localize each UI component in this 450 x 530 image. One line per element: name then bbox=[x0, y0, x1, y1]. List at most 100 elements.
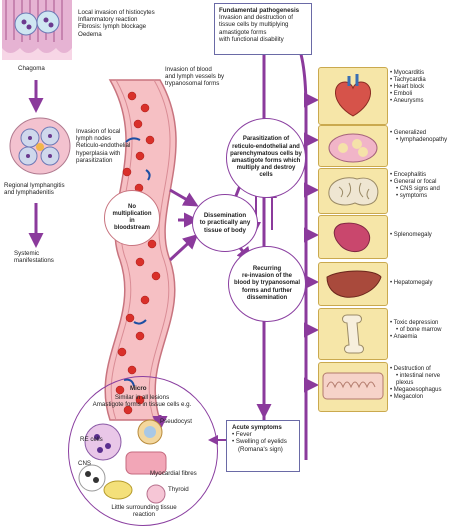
organ-item: Megacolon bbox=[390, 394, 450, 401]
circle-line: forms and further bbox=[241, 287, 292, 294]
bone-icon bbox=[342, 314, 364, 354]
chagoma-illustration bbox=[2, 0, 72, 60]
organ-item: Hepatomegaly bbox=[390, 280, 433, 287]
note-line: hyperplasia with bbox=[76, 149, 121, 157]
note-line: lymph nodes bbox=[76, 135, 112, 143]
circle-line: Parasitization of bbox=[242, 136, 290, 143]
organ-item: Aneurysms bbox=[390, 98, 426, 105]
organ-item: Destruction of bbox=[390, 366, 450, 373]
box-title: Fundamental pathogenesis bbox=[219, 7, 300, 14]
acute-item: • Swelling of eyelids bbox=[232, 438, 287, 446]
circle-line: re-invasion of the bbox=[241, 273, 292, 280]
caption-line: and lymphadenitis bbox=[4, 189, 54, 197]
organ-panel-bone bbox=[318, 308, 388, 360]
box-title: Acute symptoms bbox=[232, 424, 282, 431]
intestine-icon bbox=[322, 372, 384, 400]
circle-line: dissemination bbox=[246, 294, 288, 301]
organ-item-text: lymphadenopathy bbox=[399, 137, 448, 143]
organ-item-text: symptoms bbox=[399, 193, 428, 199]
circle-line: Dissemination bbox=[203, 211, 247, 219]
organ-item: Encephalitis bbox=[390, 172, 440, 179]
label-line: trypanosomal forms bbox=[165, 80, 220, 88]
acute-symptoms-box: Acute symptoms • Fever • Swelling of eye… bbox=[226, 420, 300, 472]
pseudocyst-label: Pseudocyst bbox=[160, 418, 192, 425]
organ-list-intestine: Destruction of intestinal nerve plexus M… bbox=[390, 366, 450, 401]
circle-line: blood by trypanosomal bbox=[233, 280, 300, 287]
footer-line: reaction bbox=[132, 511, 155, 519]
acute-item-text: Swelling of eyelids bbox=[235, 438, 287, 446]
organ-item: Tachycardia bbox=[390, 77, 426, 84]
parasitization-circle: Parasitization of reticulo-endothelial a… bbox=[226, 118, 306, 198]
note-line: Local invasion of histiocytes bbox=[78, 9, 155, 16]
organ-item-text: of bone marrow bbox=[399, 327, 442, 333]
vessel-label: Invasion of blood and lymph vessels by t… bbox=[165, 66, 224, 88]
organ-list-spleen: Splenomegaly bbox=[390, 232, 432, 239]
liver-icon bbox=[326, 270, 382, 298]
acute-item: (Romana's sign) bbox=[238, 445, 283, 453]
note-line: parasitization bbox=[76, 156, 113, 164]
systemic-manifestations: Systemic manifestations bbox=[14, 250, 54, 264]
organ-item: Megaoesophagus bbox=[390, 387, 450, 394]
label-line: Invasion of blood bbox=[165, 66, 212, 73]
organ-item: Generalized bbox=[390, 130, 447, 137]
recurring-circle: Recurring re-invasion of the blood by tr… bbox=[228, 246, 306, 322]
micro-circle bbox=[68, 376, 218, 526]
circle-line: Recurring bbox=[252, 265, 282, 272]
organ-item-wrap: CNS signs and bbox=[390, 186, 440, 193]
circle-line: in bbox=[129, 218, 135, 224]
organ-item-wrap: of bone marrow bbox=[390, 327, 442, 334]
note-line: Oedema bbox=[78, 30, 102, 38]
caption-line: manifestations bbox=[14, 257, 54, 265]
chagoma-caption: Chagoma bbox=[18, 65, 45, 72]
fundamental-pathogenesis-box: Fundamental pathogenesis Invasion and de… bbox=[214, 3, 312, 55]
re-cells-label: RE cells bbox=[80, 436, 103, 443]
organ-item-wrap: symptoms bbox=[390, 193, 440, 200]
box-line: with functional disability bbox=[219, 35, 284, 43]
organ-item-wrap: intestinal nerve plexus bbox=[390, 373, 450, 387]
lymph-node-notes: Invasion of local lymph nodes Reticulo-e… bbox=[76, 128, 130, 164]
lymph-node-illustration bbox=[9, 117, 71, 175]
organ-list-brain: Encephalitis General or focal CNS signs … bbox=[390, 172, 440, 200]
organ-item: Splenomegaly bbox=[390, 232, 432, 239]
circle-line: tissue of body bbox=[204, 226, 246, 234]
footer-line: Little surrounding tissue bbox=[111, 504, 177, 511]
heart-icon bbox=[335, 74, 371, 117]
box-line: tissue cells by multiplying bbox=[219, 21, 289, 29]
organ-item: Heart block bbox=[390, 84, 426, 91]
circle-line: parenchymatous cells by bbox=[230, 150, 302, 157]
lymph-node-icon bbox=[328, 133, 378, 163]
organ-list-bone: Toxic depression of bone marrow Anaemia bbox=[390, 320, 441, 341]
thyroid-label: Thyroid bbox=[168, 486, 189, 493]
note-line: Inflammatory reaction bbox=[78, 16, 138, 24]
organ-panel-intestine bbox=[318, 362, 388, 412]
spleen-icon bbox=[333, 222, 371, 252]
caption-line: Regional lymphangitis bbox=[4, 182, 65, 189]
box-line: amastigote forms bbox=[219, 28, 267, 36]
lymph-node-caption: Regional lymphangitis and lymphadenitis bbox=[4, 182, 65, 196]
organ-panel-liver bbox=[318, 262, 388, 306]
box-line: Invasion and destruction of bbox=[219, 14, 293, 22]
circle-line: No bbox=[128, 204, 136, 210]
circle-line: reticulo-endothelial and bbox=[232, 143, 300, 150]
organ-item-wrap: lymphadenopathy bbox=[390, 137, 447, 144]
circle-line: multiplication bbox=[112, 211, 152, 217]
organ-item: Myocarditis bbox=[390, 70, 426, 77]
circle-line: cells bbox=[259, 172, 273, 179]
micro-title: Micro bbox=[130, 385, 147, 392]
organ-list-lymph: Generalized lymphadenopathy bbox=[390, 130, 447, 144]
chagoma-notes: Local invasion of histiocytes Inflammato… bbox=[78, 9, 155, 38]
circle-line: to practically any bbox=[199, 219, 251, 227]
organ-item: Anaemia bbox=[390, 334, 441, 341]
acute-item-text: Fever bbox=[235, 431, 252, 439]
micro-subtitle: Similar in all lesions Amastigote forms … bbox=[92, 394, 192, 408]
organ-item: Emboli bbox=[390, 91, 426, 98]
note-line: Invasion of local bbox=[76, 128, 121, 135]
micro-footer: Little surrounding tissue reaction bbox=[104, 504, 184, 518]
organ-item-text: CNS signs and bbox=[399, 186, 440, 192]
organ-list-liver: Hepatomegaly bbox=[390, 280, 433, 287]
acute-item: • Fever bbox=[232, 431, 252, 439]
circle-line: bloodstream bbox=[113, 225, 150, 231]
label-line: and lymph vessels by bbox=[165, 73, 225, 81]
cns-label: CNS bbox=[78, 460, 92, 467]
circle-line: multiply and destroy bbox=[236, 165, 296, 172]
